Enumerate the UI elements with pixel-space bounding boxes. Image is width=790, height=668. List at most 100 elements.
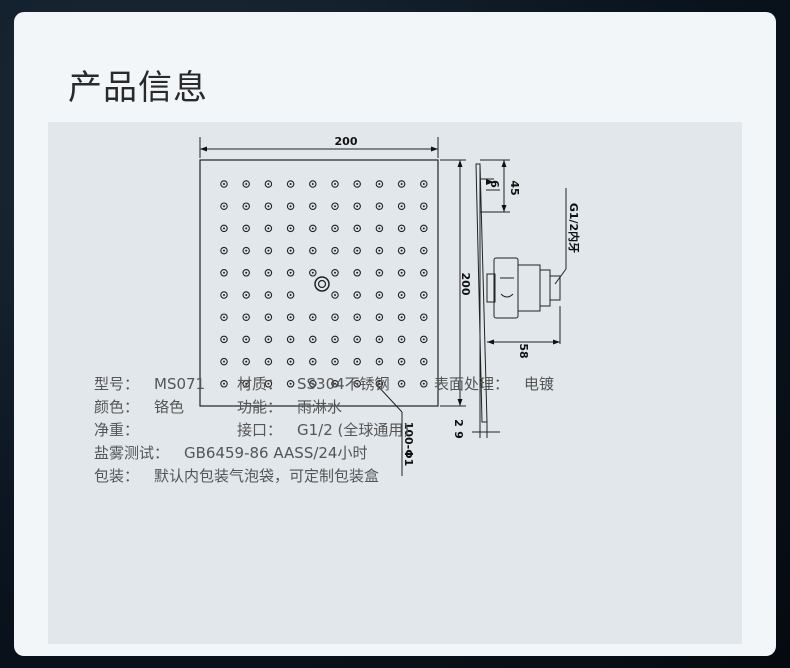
nozzle-hole [397,313,406,321]
nozzle-hole [331,246,339,255]
nozzle-hole [309,246,317,255]
nozzle-hole-center [400,249,403,252]
nozzle-hole-center [289,249,292,252]
nozzle-hole [353,246,361,255]
nozzle-hole-center [334,227,336,230]
product-info-card: 产品信息 200 200 [14,12,776,656]
nozzle-hole-center [334,271,336,274]
nozzle-hole [353,224,361,233]
nozzle-hole [353,269,361,277]
nozzle-hole-center [289,360,292,363]
nozzle-hole-center [422,183,425,185]
nozzle-hole [331,357,339,366]
nozzle-hole-center [422,249,425,252]
nozzle-hole-center [289,183,292,185]
nozzle-hole-center [400,227,403,230]
nozzle-hole-center [267,316,270,319]
nozzle-hole-center [223,360,225,363]
nozzle-hole [264,224,273,233]
nozzle-hole-center [267,382,270,385]
nozzle-hole-center [400,205,403,208]
nozzle-hole-center [245,227,248,230]
nozzle-hole-center [245,338,248,341]
nozzle-hole-center [267,227,270,230]
nozzle-hole-center [334,316,336,319]
nozzle-hole [220,291,228,299]
nozzle-hole [309,335,317,344]
nozzle-hole [353,180,361,188]
nozzle-hole [220,246,228,255]
nozzle-hole-center [356,360,359,363]
nozzle-hole [397,180,406,188]
top-gap-label: 6 [488,180,501,188]
width-dimension-label: 200 [335,135,358,148]
salt-spray-value: GB6459-86 AASS/24小时 [184,444,368,462]
nozzle-hole [353,202,361,210]
nozzle-hole-center [267,294,270,296]
nozzle-hole [331,202,339,210]
nozzle-hole-center [356,294,359,296]
nozzle-hole [286,224,295,233]
nozzle-hole [286,335,295,344]
nozzle-hole-center [267,183,270,185]
nozzle-hole-center [289,205,292,208]
nozzle-hole-center [422,271,425,274]
nozzle-hole-center [289,227,292,230]
nozzle-hole-center [422,360,425,363]
nozzle-hole [242,224,250,233]
nozzle-hole-center [422,205,425,208]
nozzle-hole [220,202,228,210]
nozzle-hole-center [378,316,381,319]
nozzle-hole-center [245,271,248,274]
nozzle-hole [286,246,295,255]
nozzle-hole [286,269,295,277]
nozzle-hole-center [267,338,270,341]
thread-spec-label: G1/2内牙 [567,203,581,253]
nozzle-hole-center [245,183,248,185]
nozzle-hole [309,380,317,388]
nozzle-hole [331,224,339,233]
nozzle-hole-center [311,271,314,274]
nozzle-hole-center [400,338,403,341]
nozzle-hole [397,246,406,255]
showerhead-front-view [199,159,439,407]
nozzle-hole [375,246,384,255]
nozzle-hole [242,269,250,277]
nozzle-hole-center [223,382,225,385]
nozzle-hole [397,357,406,366]
nozzle-hole [420,380,428,388]
nozzle-hole-center [311,205,314,208]
color-label: 颜色： [94,398,140,416]
nozzle-hole [397,291,406,299]
salt-spray-label: 盐雾测试： [94,444,170,462]
nozzle-hole-center [334,382,336,385]
nozzle-hole-center [289,294,292,296]
nozzle-hole-center [356,338,359,341]
nozzle-hole [220,380,228,388]
nozzle-hole [375,224,384,233]
packing-label: 包装： [94,467,140,485]
nozzle-hole [397,224,406,233]
nozzle-hole-center [311,249,314,252]
nozzle-hole [420,246,428,255]
weight-label: 净重： [94,421,140,439]
nozzle-hole-center [422,382,425,385]
nozzle-hole-center [245,382,248,385]
nozzle-hole-grid [220,180,428,388]
nozzle-hole-center [289,338,292,341]
nozzle-hole [331,291,339,299]
nozzle-hole [264,335,273,344]
nozzle-hole [242,180,250,188]
nozzle-hole [309,357,317,366]
nozzle-hole [242,202,250,210]
nozzle-hole [420,335,428,344]
height-dimension-label: 200 [459,273,472,296]
nozzle-hole [220,180,228,188]
nozzle-hole-center [356,316,359,319]
nozzle-hole-center [223,316,225,319]
nozzle-hole [375,269,384,277]
nozzle-hole-center [356,382,359,385]
nozzle-hole-center [223,227,225,230]
nozzle-hole [375,357,384,366]
nozzle-hole-center [378,382,381,385]
